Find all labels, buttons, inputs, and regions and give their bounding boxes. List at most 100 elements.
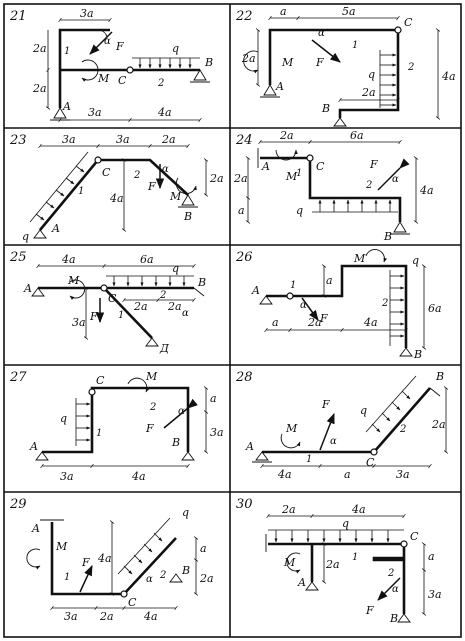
point-label: B [183,210,192,223]
load-label: M [353,252,366,265]
dim-label: a [238,204,245,217]
point-label: C [128,596,137,609]
panel-21: 21 3a 2a 2a [9,7,213,123]
frame-members [260,156,402,222]
point-label: A [62,100,71,113]
member-label: 2 [149,402,156,413]
panel-number: 24 [235,133,253,148]
member-label: 2 [387,568,394,579]
distributed-load-q [106,275,194,287]
dim-label: 2a [133,300,148,313]
dim-label: 2a [431,418,446,431]
dim-label: 2a [167,300,182,313]
support-a [263,84,277,96]
dim-label: 4a [363,316,378,329]
dim-label: 3a [60,470,74,483]
load-label: q [182,506,189,519]
dim-label: 4a [441,70,456,83]
dim-label: 3a [64,610,78,623]
angle-label: α [392,584,399,595]
frame-member-2 [372,544,406,614]
panel-number: 29 [9,497,27,512]
load-label: M [281,56,294,69]
load-label: F [365,604,374,617]
dim-label: a [280,5,287,18]
panel-26: 26 a 2a 4a a 6a A B 1 2 M F q α [235,249,442,361]
support-a [255,451,269,461]
dim-label: 4a [61,253,76,266]
dim-label: 2a [361,86,376,99]
support-b [393,221,407,233]
distributed-load-q [312,199,398,213]
point-label: A [251,284,260,297]
angle-label: α [162,164,169,175]
panel-28: 28 4a a 3a 2a A B C 1 2 F M q α [235,370,449,481]
load-label: F [89,310,98,323]
point-label: B [321,102,330,115]
dim-label: 3a [62,133,76,146]
member-label: 2 [381,298,388,309]
member-label: 1 [78,186,84,197]
angle-label: α [300,300,307,311]
panel-number: 22 [235,9,253,24]
angle-label: α [330,436,337,447]
point-label: A [51,222,60,235]
dim-label: 4a [419,184,434,197]
hinge-c [94,156,102,164]
point-label: C [404,16,413,29]
point-label: C [410,530,419,543]
force-f [163,398,198,429]
load-label: M [285,422,298,435]
load-label: F [115,40,124,53]
support-a [35,451,49,461]
point-label: A [245,440,254,453]
load-label: q [368,68,375,81]
frame-member-1 [58,28,110,108]
support-a [305,581,319,591]
point-label: B [383,230,392,243]
dim-label: a [344,468,351,481]
load-label: q [172,42,179,55]
panel-27: 27 3a 4a a 3a A B C 1 2 M q F α [9,370,224,483]
support-d [145,337,159,347]
member-label: 1 [296,168,302,179]
panel-number: 28 [235,370,253,385]
moment-m [127,377,150,393]
hinge-c [394,26,402,34]
angle-label: α [104,36,111,47]
member-label: 1 [352,40,358,51]
load-label: F [369,158,378,171]
dim-label: a [428,550,435,563]
frame-members [268,28,400,118]
support-b [193,69,207,81]
support-a [33,229,47,239]
distributed-load-q [365,375,417,433]
dim-label: 3a [210,426,224,439]
dim-label: 2a [32,82,47,95]
force-f [377,577,401,601]
force-f [319,413,335,451]
angle-arc [99,29,108,38]
dim-label: 2a [307,316,322,329]
panel-number: 30 [236,497,253,512]
moment-m [81,59,99,82]
point-label: C [118,74,127,87]
load-label: F [321,398,330,411]
load-label: F [319,312,328,325]
dim-label: 5a [342,5,356,18]
member-label: 2 [159,570,166,581]
load-label: M [67,274,80,287]
load-label: M [285,170,298,183]
load-label: q [172,262,179,275]
load-label: M [169,190,182,203]
grid-frame [3,3,462,638]
support-b [429,387,441,397]
load-label: F [145,422,154,435]
panel-number: 27 [9,370,27,385]
member-label: 1 [290,280,296,291]
dim-label: 2a [161,133,176,146]
point-label: B [197,276,206,289]
moment-m [275,149,298,161]
dim-label: 4a [143,610,158,623]
